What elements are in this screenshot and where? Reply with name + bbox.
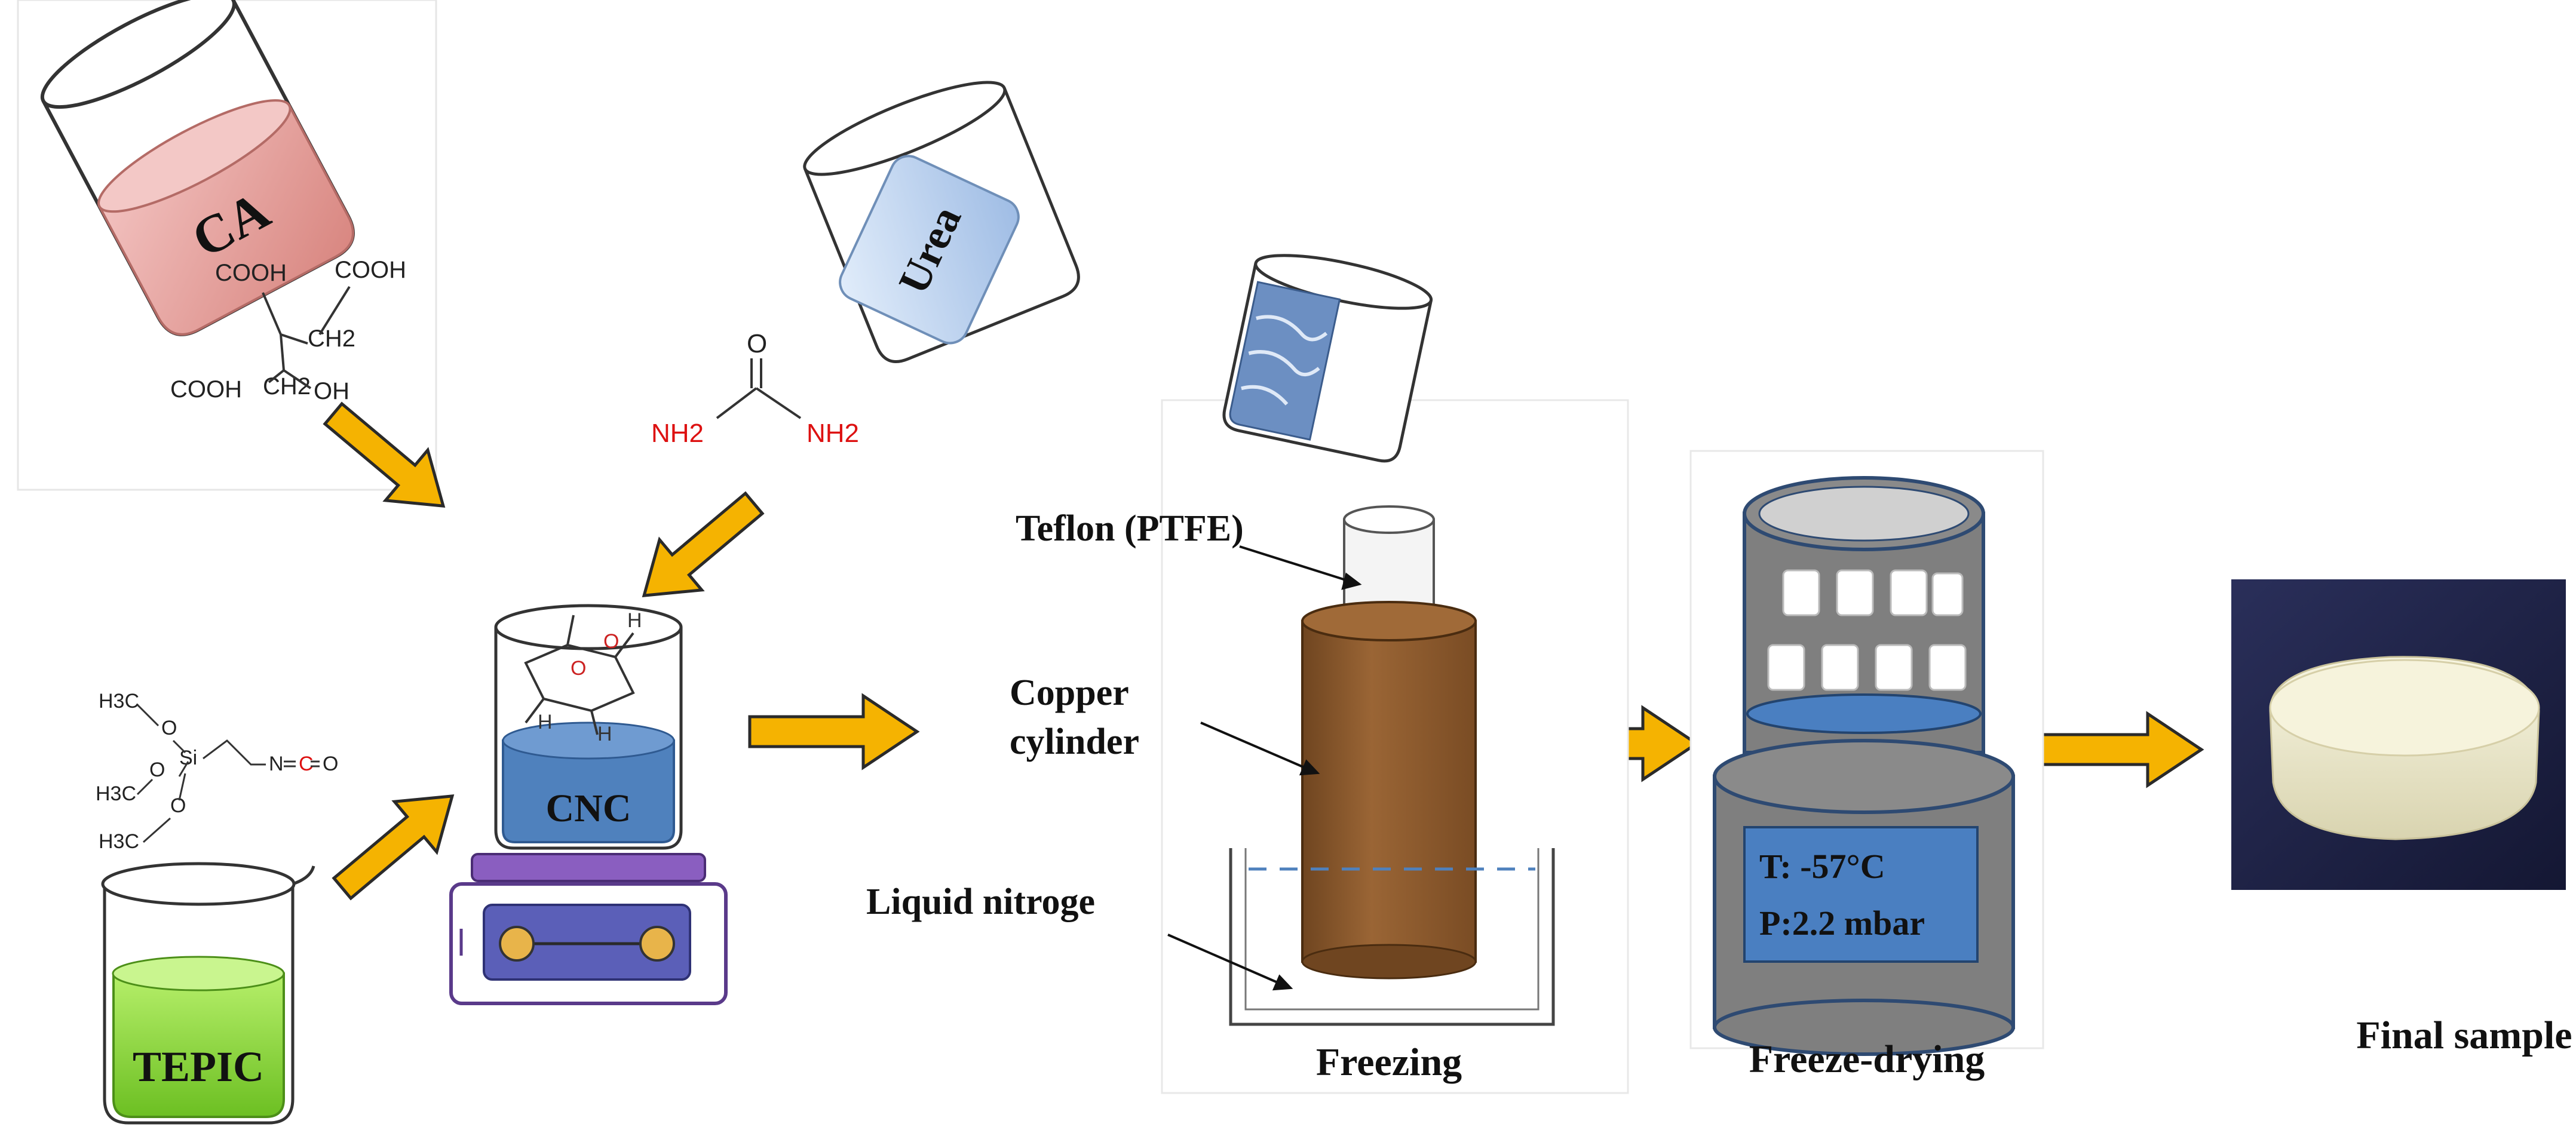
tepic-o-end: O (323, 753, 338, 775)
dryer-temperature: T: -57°C (1759, 847, 1885, 886)
urea-liquid (839, 155, 1020, 345)
copper-cylinder (1301, 620, 1477, 963)
arrow-drying-to-final (2032, 711, 2204, 788)
stirrer-top-plate (471, 853, 706, 882)
label-nitrogen: Liquid nitroge (866, 882, 1095, 922)
caption-freeze-drying: Freeze-drying (1749, 1037, 1985, 1081)
pouring-beaker (1222, 254, 1433, 463)
tepic-liquid (112, 972, 285, 1118)
freezing-leaders (1167, 545, 1362, 991)
ca-structure: COOH CH2 COOH COOH CH2 OH (170, 257, 406, 404)
tepic-structure: H3C O Si N C O H3C O O H3C (96, 690, 338, 853)
dewar-outer (1229, 848, 1555, 1026)
label-copper-1: Copper (1010, 673, 1129, 713)
dryer-shelf (1746, 693, 1982, 734)
cnc-beaker-rim (494, 604, 683, 650)
ca-bonds (262, 285, 351, 389)
dryer-pressure: P:2.2 mbar (1759, 904, 1925, 942)
dryer-chamber-lid (1758, 486, 1970, 542)
freeze-dryer: T: -57°C P:2.2 mbar Freeze-drying (1689, 450, 2044, 1081)
cnc-stirrer-group: CNC O O H H H (449, 604, 728, 1005)
drying-samples (1767, 569, 1967, 691)
copper-top (1301, 601, 1477, 641)
tepic-group: H3C O Si N C O H3C O O H3C TEPIC (96, 690, 338, 1125)
urea-beaker-rim (803, 81, 1007, 176)
dewar-inner (1244, 848, 1540, 1011)
ca-beaker: CA COOH CH2 COOH COOH CH2 OH (17, 0, 437, 491)
svg-text:O: O (571, 657, 586, 680)
svg-text:H: H (597, 723, 612, 745)
teflon-top (1343, 505, 1435, 534)
dryer-base-top (1713, 739, 2015, 814)
cellulose-atoms: O O H H H (538, 609, 642, 745)
dryer-display (1743, 826, 1979, 963)
freezing-setup: Teflon (PTFE) Copper cylinder Liquid nit… (866, 254, 1629, 1094)
stirrer-knob-left (499, 926, 535, 962)
stirrer-knob-right (639, 926, 675, 962)
arrow-ca-to-cnc (323, 401, 446, 508)
ca-cooh-right: COOH (335, 257, 406, 283)
tepic-label: TEPIC (133, 1043, 264, 1091)
svg-text:H: H (627, 609, 642, 632)
tepic-liquid-surface (112, 956, 285, 991)
tepic-beaker-spout (292, 865, 315, 886)
urea-structure: O NH2 NH2 (651, 329, 859, 448)
tepic-n: N (269, 753, 284, 775)
tepic-beaker-rim (101, 862, 296, 906)
ca-cooh-left: COOH (170, 376, 242, 403)
caption-final-sample: Final sample (2356, 1014, 2572, 1057)
ca-liquid (97, 103, 354, 336)
tepic-c: C (299, 753, 314, 775)
arrow-cnc-to-freezing (748, 693, 920, 770)
tepic-bonds (136, 704, 320, 843)
ca-cooh-top: COOH (215, 260, 287, 286)
tepic-o-top: O (161, 717, 177, 739)
final-sample: Final sample (2231, 579, 2572, 1057)
urea-beaker: Urea O NH2 NH2 (651, 81, 1080, 448)
ca-beaker-rim (40, 0, 236, 109)
tepic-h3c-mid: H3C (96, 782, 136, 805)
label-copper-2: cylinder (1010, 721, 1139, 762)
arrow-tepic-to-cnc (332, 794, 455, 901)
dryer-base-bottom (1713, 999, 2015, 1056)
cnc-liquid-surface (502, 721, 675, 760)
cellulose-ring (524, 615, 635, 735)
tepic-o-low: O (170, 794, 186, 817)
tepic-h3c-low: H3C (99, 830, 139, 853)
tepic-o-mid: O (149, 759, 165, 781)
ca-ch2-right: CH2 (308, 326, 355, 352)
cnc-liquid (502, 739, 675, 843)
copper-bottom (1301, 944, 1477, 980)
tepic-h3c-top: H3C (99, 690, 139, 713)
ca-oh: OH (314, 378, 349, 404)
ca-liquid-surface (97, 99, 292, 213)
caption-freezing: Freezing (1316, 1040, 1462, 1084)
svg-text:O: O (603, 630, 619, 653)
cnc-label: CNC (546, 787, 631, 830)
ca-ch2-left: CH2 (263, 373, 311, 400)
arrow-urea-to-cnc (642, 491, 765, 597)
urea-o: O (747, 329, 767, 358)
svg-text:H: H (538, 711, 553, 733)
urea-nh2-right: NH2 (806, 419, 859, 448)
sample-disk-top (2269, 659, 2540, 757)
urea-nh2-left: NH2 (651, 419, 704, 448)
urea-bonds (716, 358, 802, 419)
label-teflon: Teflon (PTFE) (1016, 508, 1244, 549)
